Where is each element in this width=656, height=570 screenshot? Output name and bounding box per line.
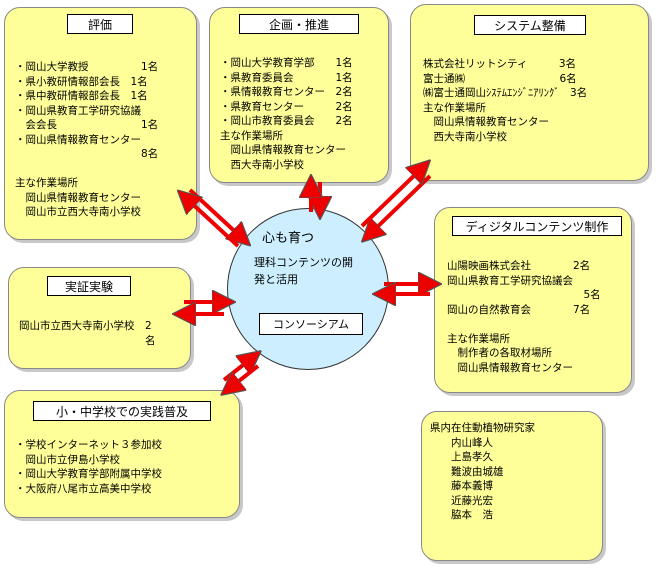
text-line: 岡山県教育工学研究協議会 [447,274,573,287]
researchers-box: 県内在住動植物研究家 内山峰人 上島孝久 難波由城雄 藤本義博 近藤光宏 脇本 … [421,411,603,561]
text-line: 県内在住動植物研究家 [430,422,535,434]
text-line: 主な作業場所 [15,177,78,189]
text-line: 岡山県情報教育センター [15,191,141,204]
text-line: ・岡山県教育工学研究協議 [15,104,141,117]
text-line: ・県教育センター 2名 [220,100,353,113]
center-subtitle-line2: 発と活用 [254,273,298,286]
text-line: ・岡山市教育委員会 2名 [220,115,353,127]
arrow-system-to-center [370,174,432,234]
text-line: 主な作業場所 [423,101,486,114]
system-title: システム整備 [474,15,586,35]
text-line: ・県情報教育センター 2名 [220,86,353,98]
text-line: ・県小教研情報部会長 1名 [15,75,148,88]
text-line: 8名 [15,148,159,160]
text-line: 岡山県情報教育センター [220,144,346,156]
text-line: 主な作業場所 [220,129,283,142]
text-line: 近藤光宏 [430,494,493,507]
text-line: 難波由城雄 [430,465,504,478]
text-line: 西大寺南小学校 [423,130,507,143]
researchers-lines: 県内在住動植物研究家 内山峰人 上島孝久 難波由城雄 藤本義博 近藤光宏 脇本 … [430,421,535,523]
text-line: ・学校インターネット３参加校 [15,439,162,451]
digital-title: ディジタルコンテンツ制作 [452,216,622,236]
system-lines: 株式会社リットシティ 3名富士通㈱ 6名㈱富士通岡山ｼｽﾃﾑｴﾝｼﾞﾆｱﾘﾝｸﾞ… [423,57,587,144]
arrow-evaluation-to-center [188,188,242,238]
digital-lines: 山陽映画株式会社 2名岡山県教育工学研究協議会 5名岡山の自然教育会 7名主な作… [447,259,601,375]
center-title: 心も育つ [262,231,315,246]
text-line: 主な作業場所 [447,332,510,345]
planning-lines: ・岡山大学教育学部 1名・県教育委員会 1名・県情報教育センター 2名・県教育セ… [220,56,353,172]
demo-box: 実証実験 岡山市立西大寺南小学校 2 名 [8,267,191,369]
text-line: 岡山市立西大寺南小学校 [15,206,141,218]
text-line: ・県教育委員会 1名 [220,71,353,84]
arrow-center-to-evaluation [186,198,240,248]
text-line: 富士通㈱ 6名 [423,72,577,85]
text-line: 制作者の各取材場所 [447,347,552,359]
evaluation-title: 評価 [67,14,133,34]
demo-lines: 岡山市立西大寺南小学校 2 名 [19,319,156,348]
text-line: 岡山県情報教育センター [447,361,573,374]
text-line: 岡山市立伊島小学校 [15,453,120,466]
text-line: 岡山の自然教育会 7名 [447,303,591,316]
text-line: ・岡山大学教育学部 1名 [220,57,353,69]
evaluation-lines: ・岡山大学教授 1名・県小教研情報部会長 1名・県中教研情報部会長 1名・岡山県… [15,60,158,220]
practice-lines: ・学校インターネット３参加校 岡山市立伊島小学校・岡山大学教育学部附属中学校・大… [15,438,162,496]
text-line: ・岡山大学教授 1名 [15,61,159,73]
text-line: ・県中教研情報部会長 1名 [15,90,148,102]
center-label: コンソーシアム [259,313,363,335]
text-line: 上島孝久 [430,451,493,463]
demo-title: 実証実験 [47,276,131,296]
planning-title: 企画・推進 [239,14,359,34]
planning-box: 企画・推進 ・岡山大学教育学部 1名・県教育委員会 1名・県情報教育センター 2… [209,7,389,183]
text-line: 名 [19,334,156,347]
text-line: 岡山県情報教育センター [423,116,549,128]
text-line: 会会長 1名 [15,119,159,131]
text-line: 内山峰人 [430,436,493,449]
text-line: 藤本義博 [430,480,493,492]
center-subtitle-line1: 理科コンテンツの開 [254,256,353,269]
text-line: 脇本 浩 [430,509,493,521]
text-line: ㈱富士通岡山ｼｽﾃﾑｴﾝｼﾞﾆｱﾘﾝｸﾞ 3名 [423,87,588,99]
arrow-center-to-practice [230,364,260,388]
arrow-practice-to-center [222,358,252,382]
text-line: 株式会社リットシティ 3名 [423,58,577,70]
digital-box: ディジタルコンテンツ制作 山陽映画株式会社 2名岡山県教育工学研究協議会 5名岡… [434,207,632,393]
practice-box: 小・中学校での実践普及 ・学校インターネット３参加校 岡山市立伊島小学校・岡山大… [4,390,240,518]
practice-title: 小・中学校での実践普及 [33,401,211,421]
arrow-center-to-system [360,168,422,228]
text-line: 岡山市立西大寺南小学校 2 [19,320,152,332]
evaluation-box: 評価 ・岡山大学教授 1名・県小教研情報部会長 1名・県中教研情報部会長 1名・… [4,7,197,240]
text-line: ・岡山県情報教育センター [15,133,141,146]
text-line: 西大寺南小学校 [220,158,304,171]
text-line: ・大阪府八尾市立高美中学校 [15,482,152,495]
text-line: 5名 [447,289,601,301]
text-line: 山陽映画株式会社 2名 [447,260,591,272]
text-line: ・岡山大学教育学部附属中学校 [15,468,162,480]
